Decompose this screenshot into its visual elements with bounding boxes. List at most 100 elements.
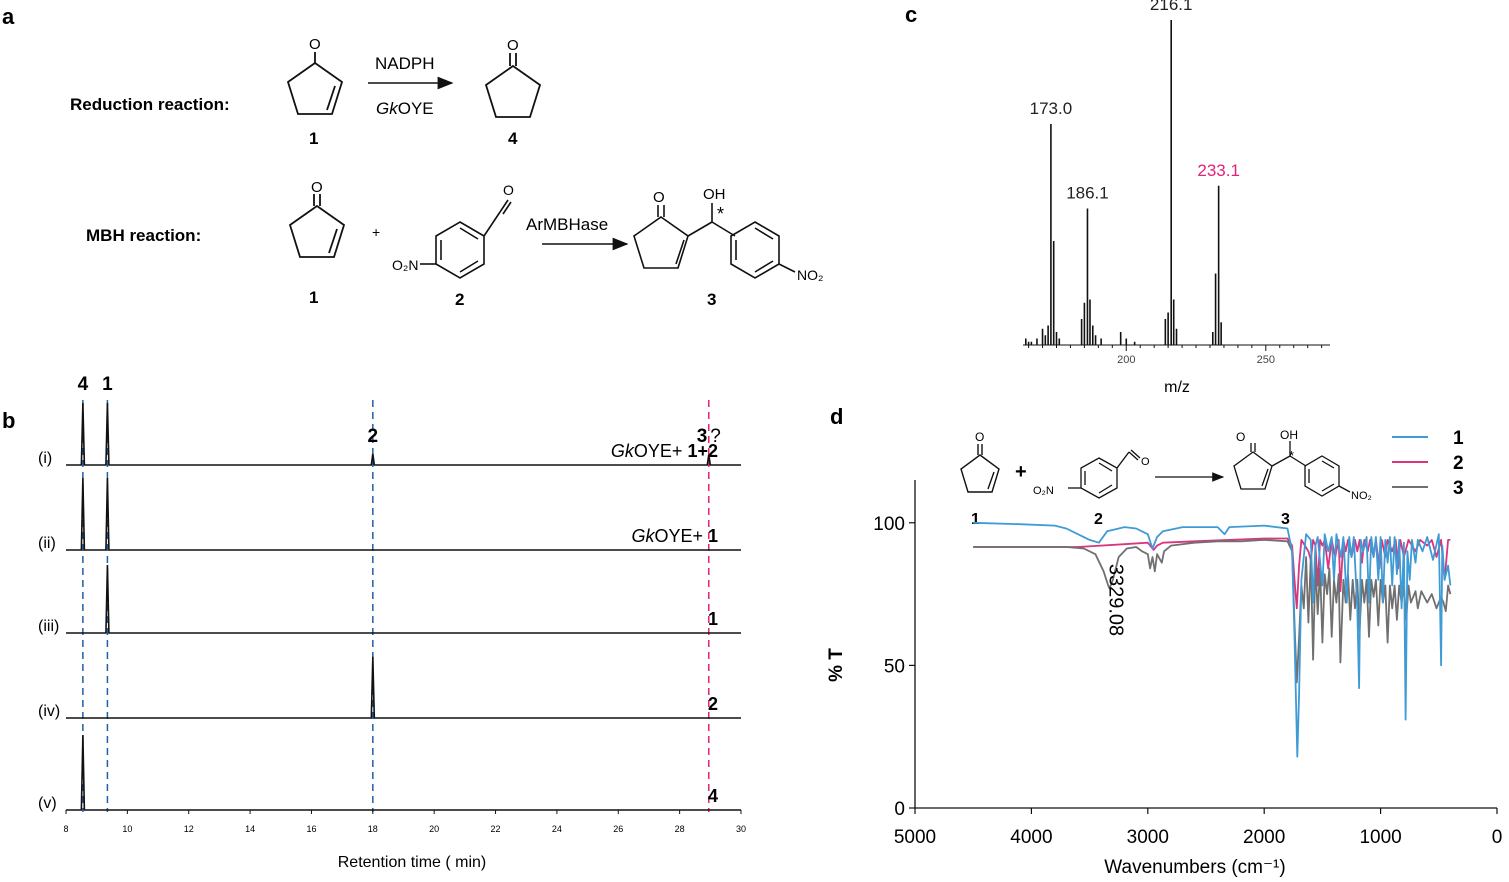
panel-a-letter: a — [2, 4, 15, 29]
panel-c-letter: c — [905, 2, 917, 27]
chromatogram-trace-i — [66, 402, 741, 466]
legend-label: 2 — [1453, 453, 1464, 474]
x-tick-label: 14 — [245, 824, 255, 834]
legend-label: 1 — [1453, 428, 1464, 449]
x-tick-label: 20 — [429, 824, 439, 834]
ms-peak-label: 173.0 — [1030, 99, 1073, 118]
x-tick-label: 22 — [491, 824, 501, 834]
trace-roman-label: (i) — [38, 450, 52, 467]
x-tick-label: 16 — [306, 824, 316, 834]
ms-peak-label: 186.1 — [1066, 184, 1109, 203]
x-tick-label: 3000 — [1127, 827, 1169, 848]
nitro-group-label: O₂N — [392, 257, 418, 273]
structure-cyclopentanone-4 — [484, 53, 542, 118]
x-tick-label: 1000 — [1359, 827, 1401, 848]
x-tick-label: 12 — [184, 824, 194, 834]
ir-compound-1-label: 1 — [971, 511, 980, 528]
hydroxyl-label: OH — [703, 186, 726, 203]
reduction-scheme: Reduction reaction: O 1 NADPH GkOYE O 4 — [70, 36, 542, 148]
oxygen-label: O — [311, 179, 323, 196]
structure-cyclopentenone-1c — [960, 444, 1000, 493]
panel-d-letter: d — [830, 404, 843, 429]
plus-sign: + — [1015, 461, 1027, 483]
ir-spectrum-chart: 0 50 100 5000 4000 3000 2000 1000 0 3329.08 1 2 3 — [873, 428, 1502, 848]
ir-y-axis-label: % T — [826, 648, 847, 682]
legend-label: 3 — [1453, 478, 1464, 499]
trace-sample-label: 4 — [708, 786, 718, 806]
reduction-reaction-label: Reduction reaction: — [70, 95, 230, 114]
peak-label: 4 — [78, 374, 89, 395]
panel-b-letter: b — [2, 408, 15, 433]
ms-peak-label: 216.1 — [1150, 0, 1193, 14]
x-tick-label: 18 — [368, 824, 378, 834]
chromatogram-trace-ii — [66, 477, 741, 551]
x-tick-label: 26 — [613, 824, 623, 834]
trace-roman-label: (iv) — [38, 703, 60, 720]
structure-mbh-product-3 — [633, 203, 796, 279]
trace-roman-label: (ii) — [38, 535, 56, 552]
ir-compound-2-label: 2 — [1094, 511, 1103, 528]
trace-roman-label: (v) — [38, 795, 57, 812]
compound-3-label: 3 — [707, 290, 716, 309]
mbh-scheme: MBH reaction: O 1 + O O₂N 2 ArMBHase — [86, 179, 823, 309]
y-tick-label: 100 — [873, 514, 905, 535]
nitro-group-label: O₂N — [1033, 485, 1054, 497]
hydroxyl-label: OH — [1280, 428, 1298, 442]
oxygen-label: O — [975, 430, 984, 444]
y-tick-label: 50 — [884, 656, 905, 677]
y-tick-label: 0 — [894, 799, 905, 820]
trace-sample-label: GkOYE+ 1+2 — [611, 441, 718, 461]
mass-spectrum-x-axis-label: m/z — [1164, 379, 1190, 396]
oxygen-label: O — [1141, 456, 1150, 468]
x-tick-label: 28 — [675, 824, 685, 834]
chromatogram-trace-v — [66, 734, 741, 811]
x-tick-label: 8 — [63, 824, 68, 834]
nitro-group-label: NO₂ — [797, 267, 823, 283]
chromatogram-x-axis-label: Retention time ( min) — [338, 854, 487, 871]
stereocenter-star: * — [1289, 448, 1294, 463]
oxygen-label: O — [653, 189, 665, 206]
compound-4-label: 4 — [508, 129, 518, 148]
x-tick-label: 0 — [1492, 827, 1503, 848]
mbh-reaction-label: MBH reaction: — [86, 226, 201, 245]
peak-label: 2 — [368, 426, 379, 447]
ir-annotation-label: 3329.08 — [1104, 564, 1126, 636]
plus-sign: + — [372, 224, 380, 240]
ir-reaction-scheme: O 1 + O O₂N 2 — [960, 428, 1372, 528]
x-tick-label: 200 — [1117, 354, 1135, 366]
stereocenter-star: * — [717, 204, 724, 224]
x-tick-label: 2000 — [1243, 827, 1285, 848]
compound-1-label: 1 — [309, 288, 318, 307]
ir-compound-3-label: 3 — [1281, 511, 1290, 528]
chromatogram-trace-iv — [66, 656, 741, 719]
oxygen-label: O — [507, 37, 519, 54]
chromatogram-chart: (i) GkOYE+ 1+2 (ii) GkOYE+ 1 (iii) 1 (iv) 2 (v) 4… — [38, 374, 746, 834]
x-tick-label: 250 — [1257, 354, 1275, 366]
structure-nitrobenzaldehyde-2b — [1068, 449, 1141, 499]
x-tick-label: 5000 — [894, 827, 936, 848]
trace-sample-label: 2 — [708, 694, 718, 714]
trace-sample-label: GkOYE+ 1 — [631, 526, 718, 546]
compound-2-label: 2 — [455, 290, 464, 309]
structure-mbh-product-3b — [1233, 441, 1351, 497]
x-tick-label: 24 — [552, 824, 562, 834]
x-tick-label: 4000 — [1010, 827, 1052, 848]
x-tick-label: 30 — [736, 824, 746, 834]
nadph-label: NADPH — [375, 54, 435, 73]
structure-nitrobenzaldehyde-2 — [420, 199, 512, 279]
oxygen-label: O — [503, 182, 514, 198]
nitro-group-label: NO₂ — [1351, 490, 1372, 502]
ir-series-1 — [973, 521, 1452, 758]
oxygen-label: O — [309, 36, 321, 53]
trace-roman-label: (iii) — [38, 618, 59, 635]
gkoye-label: GkOYE — [376, 99, 434, 118]
ir-x-axis-label: Wavenumbers (cm⁻¹) — [1104, 857, 1285, 878]
structure-cyclopentenone-1a — [286, 52, 344, 115]
oxygen-label: O — [1236, 430, 1245, 444]
structure-cyclopentenone-1b — [288, 194, 346, 258]
chromatogram-trace-iii — [66, 564, 741, 634]
peak-label: 1 — [102, 374, 113, 395]
compound-1-label: 1 — [309, 129, 318, 148]
